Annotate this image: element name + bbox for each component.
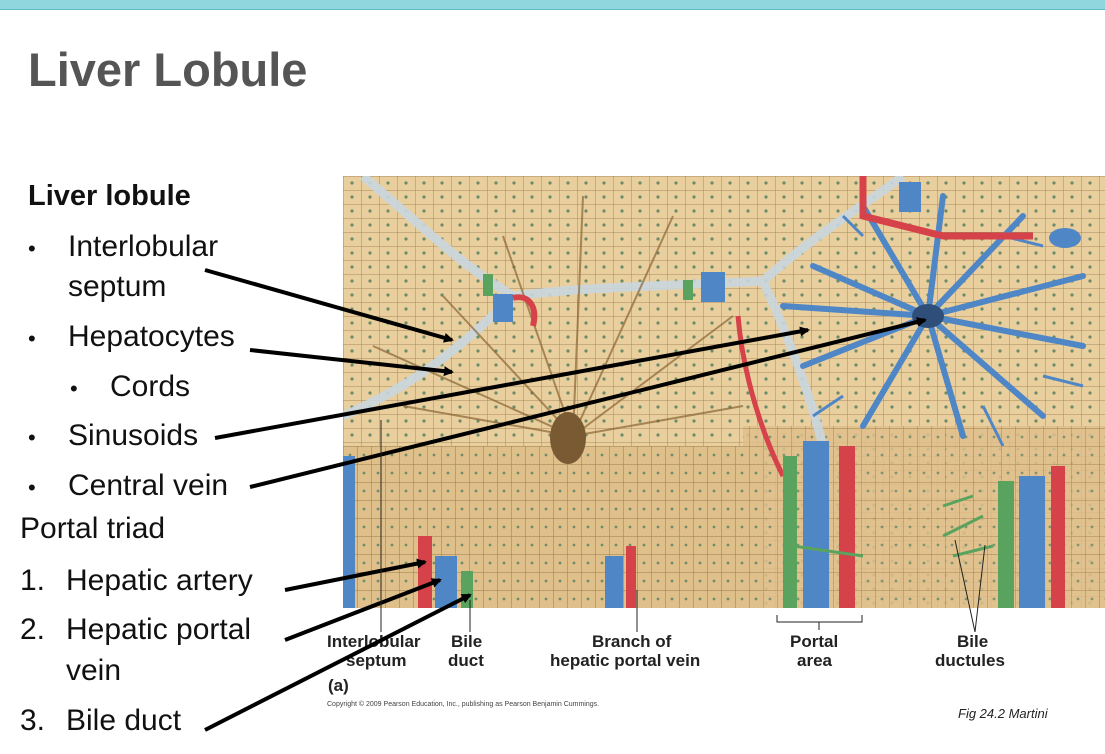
label-bile-duct: Bile [451, 632, 483, 651]
list-number: 2. [20, 613, 46, 646]
label-portal-area-cont: area [797, 651, 832, 670]
item-hepatic-portal-vein-cont: vein [66, 654, 122, 687]
central-vein [912, 304, 944, 328]
central-vein-left [550, 412, 586, 464]
bullet-hepatocytes: Hepatocytes [68, 320, 235, 353]
label-interlobular-septum: Interlobular [327, 632, 421, 651]
bullet-central-vein: Central vein [68, 469, 229, 502]
list-number: 3. [20, 704, 46, 737]
item-hepatic-artery: Hepatic artery [66, 564, 253, 597]
bullet-marker: • [28, 236, 36, 261]
bullet-marker: • [28, 475, 36, 500]
label-branch-hepatic-portal-vein: Branch of [592, 632, 672, 651]
sub-bullet-marker: • [70, 376, 78, 401]
item-hepatic-portal-vein: Hepatic portal [66, 613, 252, 646]
list-number: 1. [20, 564, 46, 597]
bullet-cords: Cords [110, 370, 191, 403]
figure-reference: Fig 24.2 Martini [958, 706, 1048, 721]
slide-title: Liver Lobule [28, 43, 308, 96]
label-panel-a: (a) [328, 676, 349, 695]
section-heading: Liver lobule [28, 180, 191, 212]
bullet-interlobular: Interlobular [68, 230, 219, 263]
label-interlobular-septum-cont: septum [346, 651, 407, 670]
label-branch-hepatic-portal-vein-cont: hepatic portal vein [550, 651, 701, 670]
bullet-interlobular-cont: septum [68, 270, 167, 303]
bullet-sinusoids: Sinusoids [68, 419, 199, 452]
liver-lobule-illustration [343, 176, 1105, 608]
lobule-cross-section-right [743, 426, 1105, 608]
portal-triad-heading: Portal triad [20, 512, 166, 545]
lobule-cross-section [343, 446, 763, 608]
bullet-marker: • [28, 326, 36, 351]
top-accent-bar [0, 0, 1105, 10]
item-bile-duct: Bile duct [66, 704, 182, 737]
label-bile-ductules: Bile [957, 632, 989, 651]
label-bile-ductules-cont: ductules [935, 651, 1005, 670]
bullet-marker: • [28, 425, 36, 450]
copyright-notice: Copyright © 2009 Pearson Education, Inc.… [327, 701, 600, 708]
label-bile-duct-cont: duct [448, 651, 484, 670]
label-portal-area: Portal [790, 632, 839, 651]
